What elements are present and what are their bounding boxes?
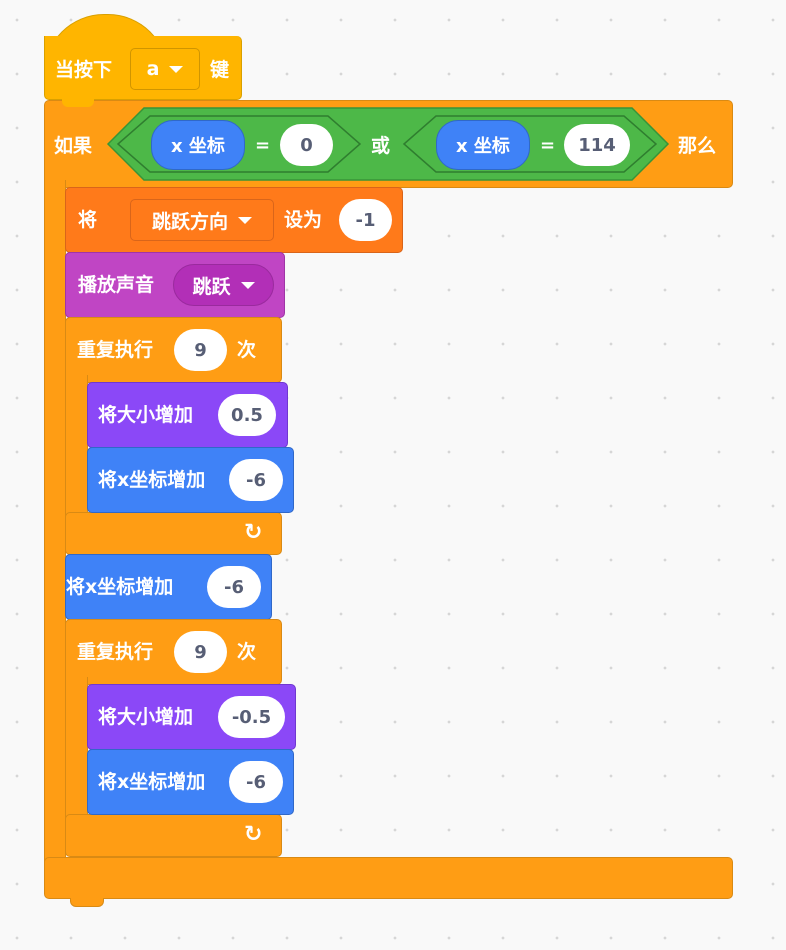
then-label: 那么 — [678, 135, 717, 157]
if-footer — [44, 857, 733, 899]
loop-arrow-icon: ↻ — [244, 822, 263, 847]
equals-value-input[interactable]: 114 — [564, 124, 630, 166]
repeat-label: 重复执行 — [77, 339, 154, 361]
change-size-label: 将大小增加 — [98, 404, 194, 426]
variable-dropdown[interactable]: 跳跃方向 — [130, 199, 274, 241]
times-label: 次 — [237, 339, 257, 361]
play-sound-label: 播放声音 — [78, 274, 155, 296]
variable-name: 跳跃方向 — [151, 210, 228, 233]
chevron-down-icon — [238, 216, 252, 224]
change-x-label: 将x坐标增加 — [98, 469, 206, 491]
sound-dropdown[interactable]: 跳跃 — [173, 264, 274, 306]
equals-label: = — [255, 135, 271, 156]
change-x-block[interactable]: 将x坐标增加 -6 — [87, 749, 294, 815]
key-dropdown[interactable]: a — [130, 48, 200, 90]
x-position-reporter[interactable]: x 坐标 — [151, 120, 245, 170]
equals-value-input[interactable]: 0 — [280, 124, 333, 166]
repeat-header — [65, 619, 282, 685]
change-x-label: 将x坐标增加 — [66, 576, 174, 598]
play-sound-block[interactable]: 播放声音 跳跃 — [65, 252, 285, 318]
chevron-down-icon — [169, 65, 184, 73]
change-x-block[interactable]: 将x坐标增加 -6 — [87, 447, 294, 513]
hat-label: 当按下 — [55, 59, 113, 81]
x-position-reporter[interactable]: x 坐标 — [436, 120, 530, 170]
change-size-input[interactable]: -0.5 — [218, 696, 285, 738]
repeat-times-input[interactable]: 9 — [174, 631, 227, 673]
if-arm — [44, 180, 66, 870]
hat-notch — [62, 99, 94, 107]
times-label: 次 — [237, 641, 257, 663]
change-x-input[interactable]: -6 — [229, 761, 283, 803]
set-label: 将 — [78, 209, 98, 231]
repeat-arm — [65, 677, 88, 822]
repeat-arm — [65, 375, 88, 520]
set-variable-block[interactable]: 将 跳跃方向 设为 -1 — [65, 187, 403, 253]
loop-arrow-icon: ↻ — [244, 520, 263, 545]
equals-label: = — [540, 135, 556, 156]
change-x-input[interactable]: -6 — [229, 459, 283, 501]
repeat-header — [65, 317, 282, 383]
change-x-input[interactable]: -6 — [207, 566, 261, 608]
repeat-label: 重复执行 — [77, 641, 154, 663]
change-size-label: 将大小增加 — [98, 706, 194, 728]
change-size-block[interactable]: 将大小增加 0.5 — [87, 382, 288, 448]
bottom-notch — [70, 898, 104, 907]
repeat-times-input[interactable]: 9 — [174, 329, 227, 371]
or-label: 或 — [371, 135, 391, 157]
change-x-label: 将x坐标增加 — [98, 771, 206, 793]
set-to-label: 设为 — [284, 209, 323, 231]
change-size-block[interactable]: 将大小增加 -0.5 — [87, 684, 296, 750]
if-label: 如果 — [54, 135, 93, 157]
sound-name: 跳跃 — [192, 275, 231, 298]
chevron-down-icon — [240, 281, 255, 289]
key-value: a — [146, 58, 160, 80]
hat-label-key: 键 — [210, 59, 230, 81]
set-value-input[interactable]: -1 — [339, 199, 392, 241]
change-x-block[interactable]: 将x坐标增加 -6 — [65, 554, 272, 620]
change-size-input[interactable]: 0.5 — [218, 394, 276, 436]
repeat-footer — [65, 814, 282, 857]
